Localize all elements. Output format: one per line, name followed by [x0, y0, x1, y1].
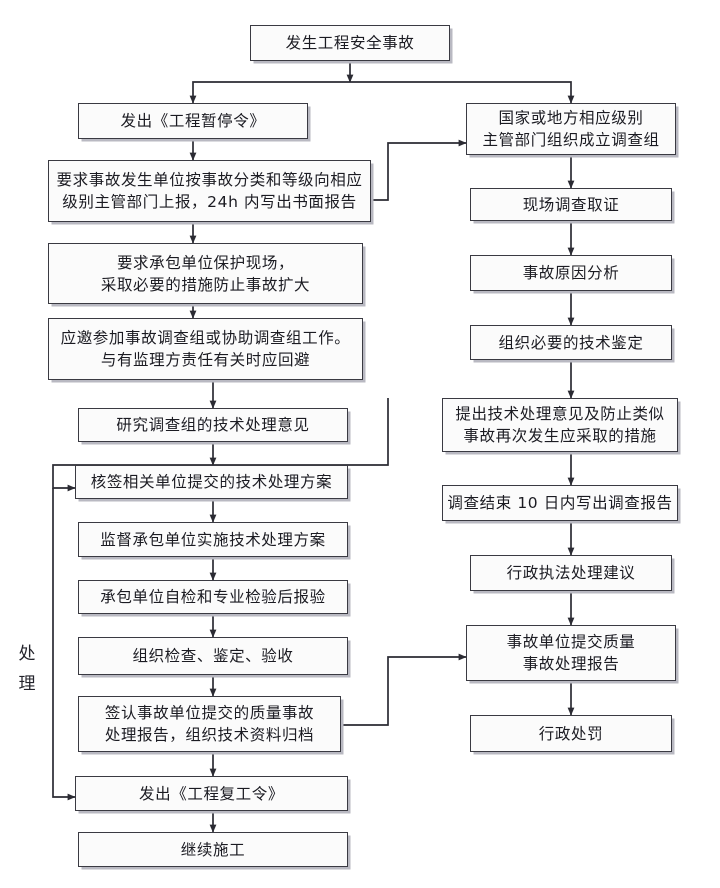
node-administrative-penalty[interactable]: 行政处罚 — [470, 715, 672, 752]
node-line: 发出《工程暂停令》 — [120, 112, 266, 130]
node-line: 采取必要的措施防止事故扩大 — [100, 275, 311, 294]
node-issue-suspension-order[interactable]: 发出《工程暂停令》 — [78, 103, 308, 139]
node-form-investigation-group[interactable]: 国家或地方相应级别 主管部门组织成立调查组 — [466, 103, 676, 155]
node-line: 调查结束 10 日内写出调查报告 — [447, 494, 673, 512]
node-continue-construction[interactable]: 继续施工 — [78, 832, 348, 867]
node-organize-inspection-acceptance[interactable]: 组织检查、鉴定、验收 — [78, 637, 348, 675]
node-line: 事故处理报告 — [522, 655, 620, 673]
node-report-24h[interactable]: 要求事故发生单位按事故分类和等级向相应 级别主管部门上报，24h 内写出书面报告 — [48, 160, 371, 222]
node-line: 事故原因分析 — [522, 264, 620, 282]
node-administrative-enforcement-advice[interactable]: 行政执法处理建议 — [470, 555, 672, 591]
node-line: 发出《工程复工令》 — [139, 784, 284, 803]
node-accident-occurs[interactable]: 发生工程安全事故 — [250, 25, 450, 61]
node-line: 核签相关单位提交的技术处理方案 — [90, 473, 333, 491]
node-protect-site[interactable]: 要求承包单位保护现场， 采取必要的措施防止事故扩大 — [48, 243, 363, 304]
node-line: 国家或地方相应级别 — [498, 109, 644, 127]
node-line: 处理报告，组织技术资料归档 — [104, 726, 315, 744]
node-line: 行政处罚 — [538, 724, 604, 743]
node-line: 要求承包单位保护现场， — [116, 253, 295, 272]
node-line: 主管部门组织成立调查组 — [482, 131, 660, 149]
side-label-handling: 处 理 — [15, 640, 41, 700]
node-line: 签认事故单位提交的质量事故 — [104, 704, 315, 722]
node-sign-quality-accident-report[interactable]: 签认事故单位提交的质量事故 处理报告，组织技术资料归档 — [78, 696, 341, 752]
node-unit-submits-report[interactable]: 事故单位提交质量 事故处理报告 — [466, 625, 676, 681]
node-line: 应邀参加事故调查组或协助调查组工作。 — [60, 329, 351, 347]
node-line: 事故单位提交质量 — [506, 633, 636, 651]
node-issue-resume-order[interactable]: 发出《工程复工令》 — [75, 776, 348, 811]
side-label-char: 理 — [18, 673, 38, 694]
node-line: 现场调查取证 — [522, 195, 620, 214]
node-line: 监督承包单位实施技术处理方案 — [100, 530, 326, 549]
node-propose-prevention-measures[interactable]: 提出技术处理意见及防止类似 事故再次发生应采取的措施 — [442, 398, 678, 452]
node-countersign-technical-plan[interactable]: 核签相关单位提交的技术处理方案 — [75, 465, 348, 499]
node-line: 级别主管部门上报，24h 内写出书面报告 — [62, 193, 357, 211]
node-line: 组织检查、鉴定、验收 — [132, 647, 294, 665]
node-contractor-self-inspection[interactable]: 承包单位自检和专业检验后报验 — [78, 580, 348, 614]
node-site-evidence-collection[interactable]: 现场调查取证 — [470, 188, 672, 221]
node-investigation-report-10-days[interactable]: 调查结束 10 日内写出调查报告 — [442, 485, 678, 521]
node-technical-appraisal[interactable]: 组织必要的技术鉴定 — [470, 325, 672, 360]
side-label-char: 处 — [18, 644, 38, 664]
node-line: 事故再次发生应采取的措施 — [463, 427, 657, 445]
node-line: 研究调查组的技术处理意见 — [116, 416, 310, 434]
node-line: 继续施工 — [180, 840, 246, 859]
node-line: 发生工程安全事故 — [285, 34, 415, 52]
node-line: 提出技术处理意见及防止类似 — [455, 405, 665, 423]
node-join-investigation-group[interactable]: 应邀参加事故调查组或协助调查组工作。 与有监理方责任有关时应回避 — [48, 318, 363, 380]
node-line: 要求事故发生单位按事故分类和等级向相应 — [56, 171, 363, 189]
node-line: 与有监理方责任有关时应回避 — [100, 351, 311, 369]
node-study-technical-opinion[interactable]: 研究调查组的技术处理意见 — [78, 408, 348, 442]
node-line: 承包单位自检和专业检验后报验 — [100, 588, 326, 606]
node-cause-analysis[interactable]: 事故原因分析 — [470, 255, 672, 291]
node-line: 行政执法处理建议 — [506, 564, 636, 582]
node-line: 组织必要的技术鉴定 — [498, 333, 644, 352]
node-supervise-implementation[interactable]: 监督承包单位实施技术处理方案 — [78, 522, 348, 557]
